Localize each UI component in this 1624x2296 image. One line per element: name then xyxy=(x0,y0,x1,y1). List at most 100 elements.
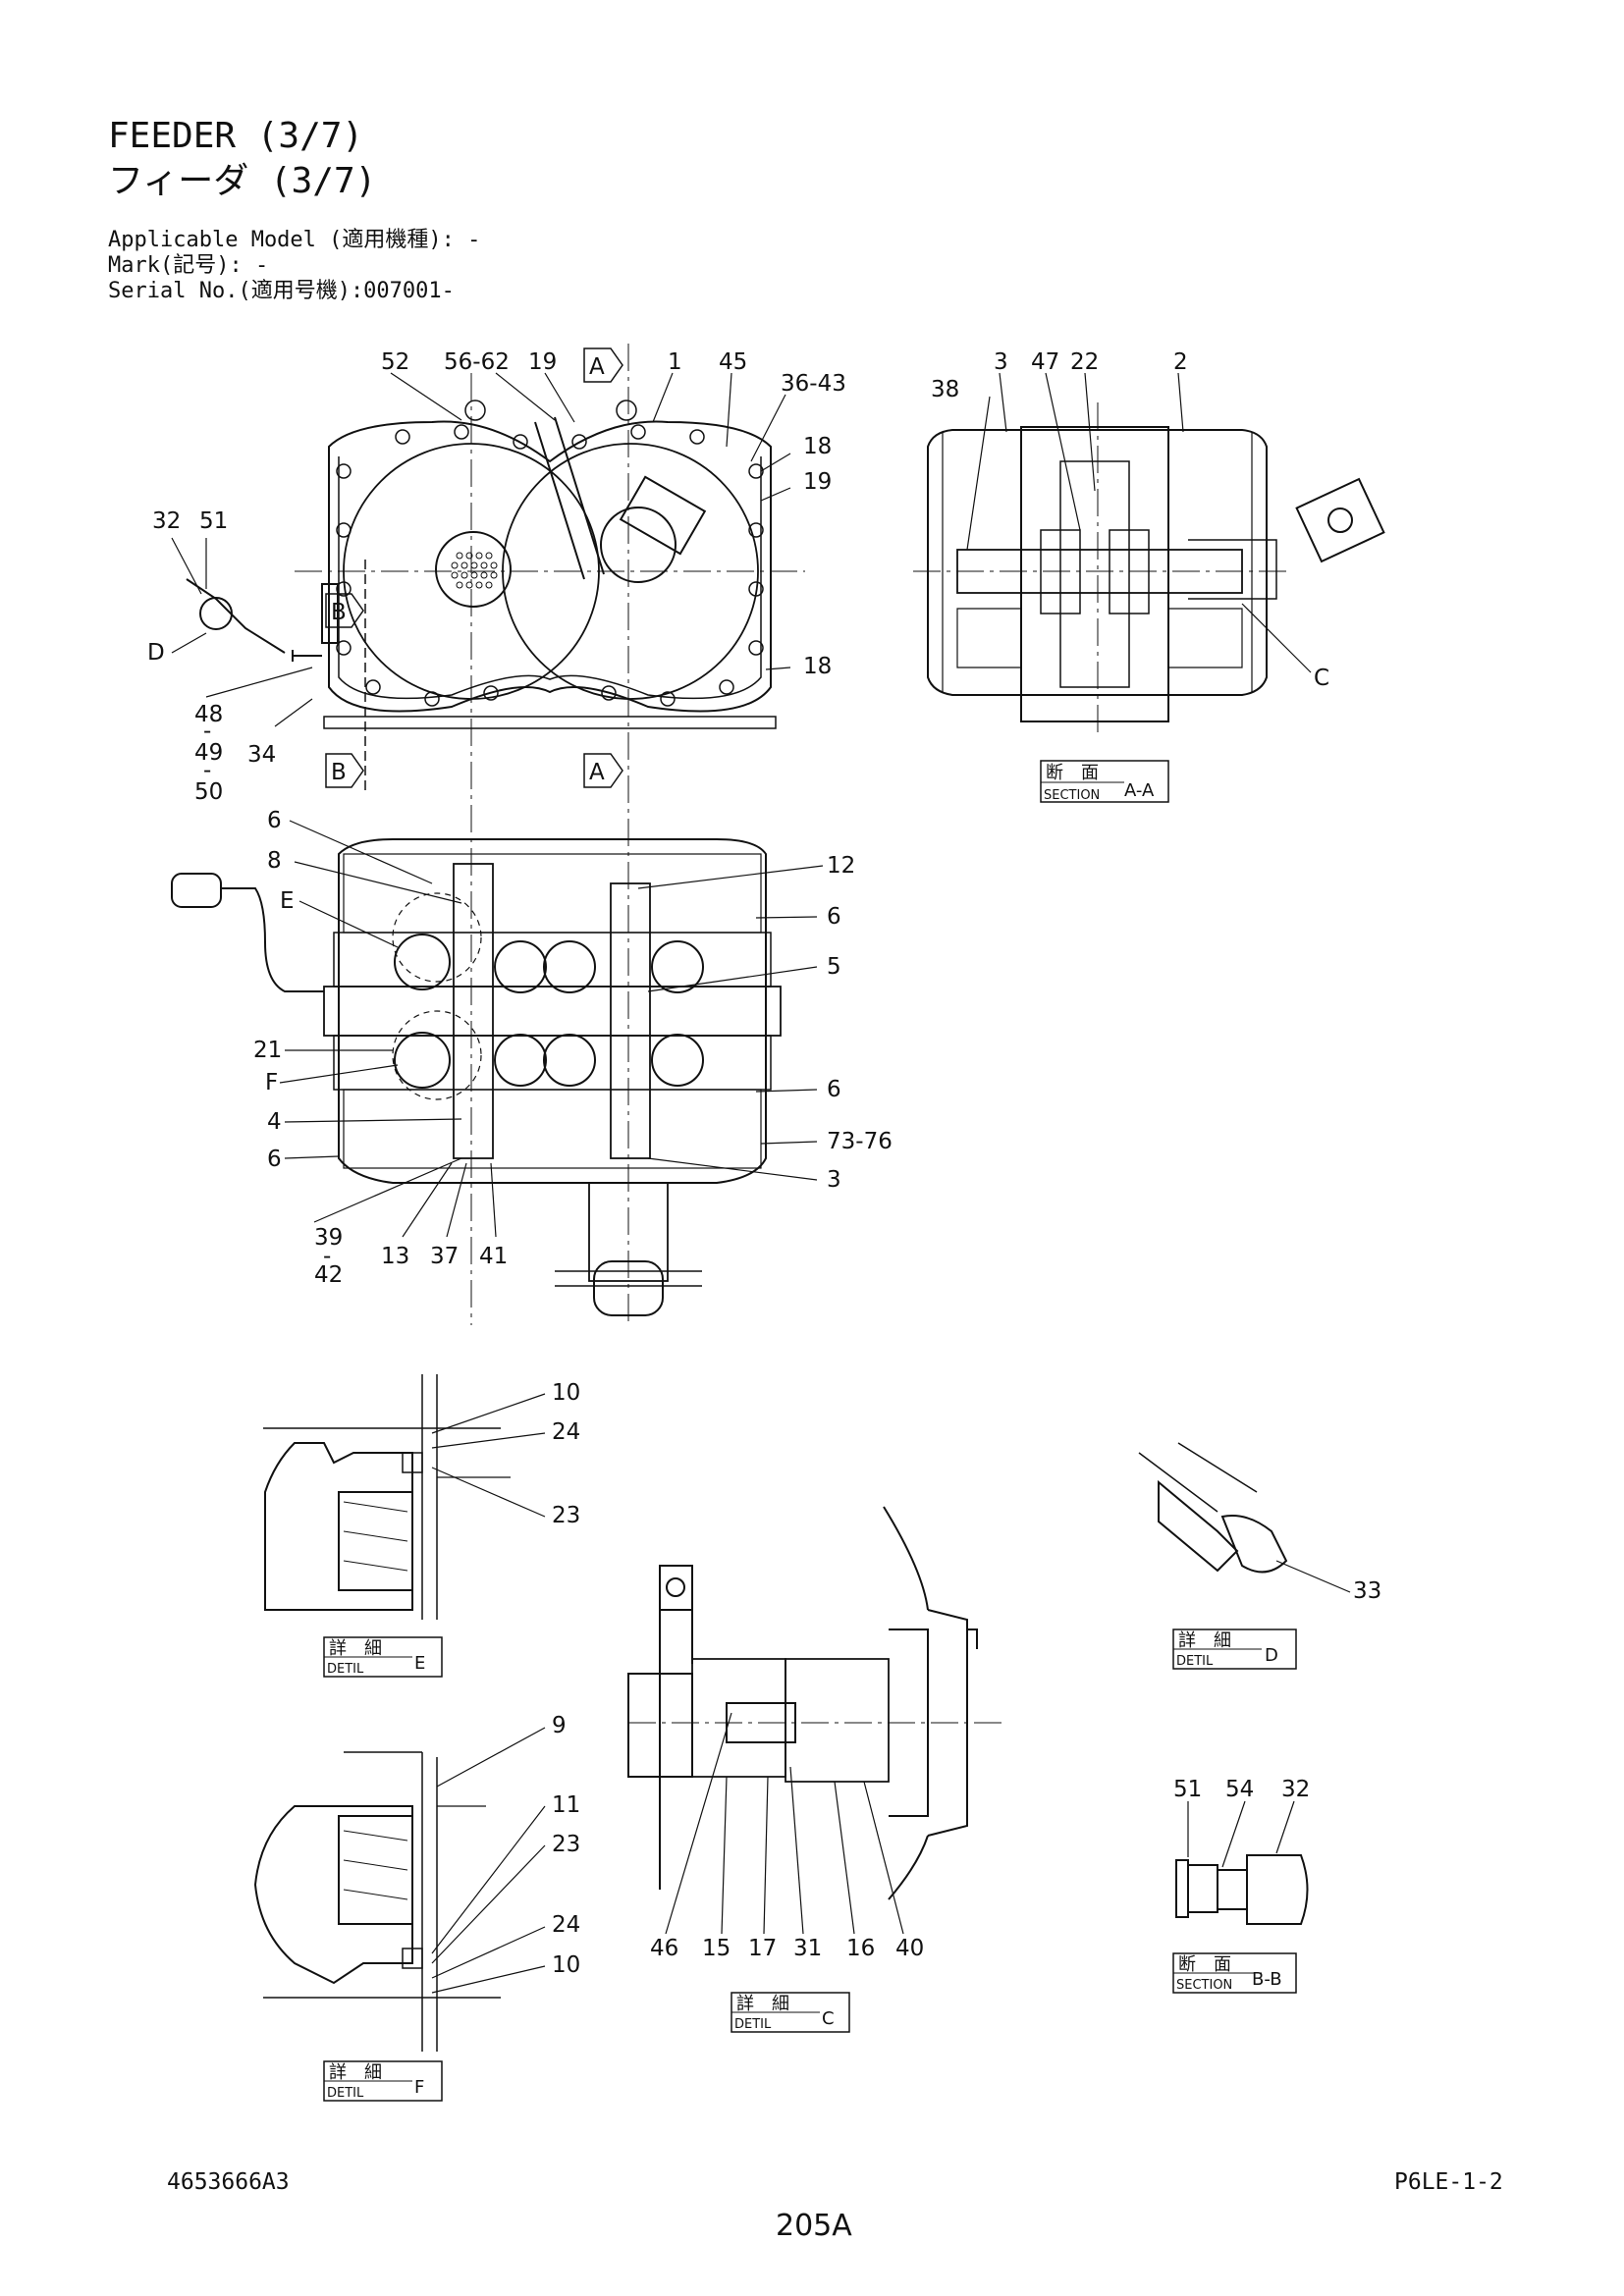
callout-bb-54: 54 xyxy=(1225,1777,1254,1802)
detail-d-view xyxy=(1138,1442,1297,1670)
detail-c-en: DETIL xyxy=(734,2017,772,2032)
title-jp: フィーダ (3/7) xyxy=(108,161,377,201)
callout-2: 2 xyxy=(1173,349,1188,375)
callout-39: 39 xyxy=(314,1225,343,1251)
detail-e-jp: 詳 細 xyxy=(329,1638,382,1659)
arrow-a-bottom: A xyxy=(589,760,605,785)
section-arrows xyxy=(325,347,623,795)
callout-4: 4 xyxy=(267,1109,282,1135)
callout-51: 51 xyxy=(199,508,228,534)
callout-21: 21 xyxy=(253,1038,282,1063)
callout-f-11: 11 xyxy=(552,1792,580,1818)
callout-6b: 6 xyxy=(827,904,841,930)
callout-e-24: 24 xyxy=(552,1419,580,1445)
callout-dash-1: - xyxy=(203,719,211,744)
callout-f: F xyxy=(265,1070,278,1095)
callout-40: 40 xyxy=(895,1936,924,1961)
callout-34: 34 xyxy=(247,742,276,768)
detail-d-id: D xyxy=(1265,1645,1278,1666)
callout-13: 13 xyxy=(381,1244,409,1269)
callout-6d: 6 xyxy=(267,1147,282,1172)
callout-1: 1 xyxy=(668,349,682,375)
callout-49: 49 xyxy=(194,740,223,766)
callout-31: 31 xyxy=(793,1936,822,1961)
callout-19: 19 xyxy=(528,349,557,375)
callout-16: 16 xyxy=(846,1936,875,1961)
callout-c: C xyxy=(1314,666,1329,691)
callout-3-aa: 3 xyxy=(994,349,1008,375)
section-bb-id: B-B xyxy=(1252,1969,1282,1990)
callout-47: 47 xyxy=(1031,349,1059,375)
detail-c-id: C xyxy=(822,2008,835,2029)
callout-e-23: 23 xyxy=(552,1503,580,1528)
mark-line: Mark(記号): - xyxy=(108,253,269,278)
callout-f-23: 23 xyxy=(552,1832,580,1857)
callout-32: 32 xyxy=(152,508,181,534)
section-aa-id: A-A xyxy=(1124,780,1155,801)
callout-19b: 19 xyxy=(803,469,832,495)
section-aa-en: SECTION xyxy=(1044,788,1100,803)
callout-73-76: 73-76 xyxy=(827,1129,893,1154)
callout-5: 5 xyxy=(827,954,841,980)
detail-e-en: DETIL xyxy=(327,1662,364,1677)
serial-number: Serial No.(適用号機):007001- xyxy=(108,279,455,303)
callout-48: 48 xyxy=(194,702,223,727)
callout-f-9: 9 xyxy=(552,1713,567,1738)
callout-3-plan: 3 xyxy=(827,1167,841,1193)
view-titles: 断 面 SECTION A-A 詳 細 DETIL E 詳 細 DETIL F … xyxy=(327,760,1282,2101)
callout-labels: 52 56-62 19 1 45 36-43 18 19 18 32 51 D … xyxy=(147,349,1381,1978)
detail-d-en: DETIL xyxy=(1176,1654,1214,1669)
title-en: FEEDER (3/7) xyxy=(108,116,364,156)
arrow-b-left: B xyxy=(331,600,347,625)
callout-52: 52 xyxy=(381,349,409,375)
detail-e-id: E xyxy=(414,1653,425,1674)
callout-56-62: 56-62 xyxy=(444,349,510,375)
section-aa-view xyxy=(927,426,1385,722)
callout-bb-51: 51 xyxy=(1173,1777,1202,1802)
detail-f-id: F xyxy=(414,2077,424,2098)
leader-lines xyxy=(171,372,1351,1994)
detail-f-en: DETIL xyxy=(327,2086,364,2101)
callout-38: 38 xyxy=(931,377,959,402)
detail-d-jp: 詳 細 xyxy=(1178,1630,1231,1651)
callout-18b: 18 xyxy=(803,654,832,679)
detail-c-view xyxy=(627,1506,978,2033)
callout-46: 46 xyxy=(650,1936,678,1961)
callout-f-10: 10 xyxy=(552,1952,580,1978)
arrow-b-bottom: B xyxy=(331,760,347,785)
vent-holes xyxy=(451,552,498,589)
callout-bb-32: 32 xyxy=(1281,1777,1310,1802)
callout-e: E xyxy=(280,888,295,914)
section-aa-jp: 断 面 xyxy=(1046,763,1099,783)
callout-42: 42 xyxy=(314,1262,343,1288)
callout-15: 15 xyxy=(702,1936,731,1961)
bolt-holes xyxy=(336,400,764,707)
callout-17: 17 xyxy=(748,1936,777,1961)
callout-33: 33 xyxy=(1353,1578,1381,1604)
callout-22: 22 xyxy=(1070,349,1099,375)
callout-18a: 18 xyxy=(803,434,832,459)
callout-d: D xyxy=(147,640,165,666)
front-view xyxy=(186,400,777,729)
section-bb-view xyxy=(1172,1854,1309,1994)
detail-e-view xyxy=(263,1374,511,1678)
callout-dash-2: - xyxy=(203,758,211,783)
callout-37: 37 xyxy=(430,1244,459,1269)
applicable-model: Applicable Model (適用機種): - xyxy=(108,228,481,252)
callout-12: 12 xyxy=(827,853,855,879)
callout-6a: 6 xyxy=(267,808,282,833)
callout-dash-3: - xyxy=(323,1244,331,1269)
arrow-a-top: A xyxy=(589,354,605,380)
section-bb-jp: 断 面 xyxy=(1178,1954,1231,1975)
callout-f-24: 24 xyxy=(552,1912,580,1938)
callout-50: 50 xyxy=(194,779,223,805)
callout-36-43: 36-43 xyxy=(781,371,846,397)
callout-41: 41 xyxy=(479,1244,508,1269)
callout-45: 45 xyxy=(719,349,747,375)
plan-view xyxy=(171,838,782,1316)
catalog-code: P6LE-1-2 xyxy=(1394,2169,1503,2195)
page-number: 205A xyxy=(776,2209,852,2243)
part-number: 4653666A3 xyxy=(167,2169,290,2195)
section-bb-en: SECTION xyxy=(1176,1978,1232,1993)
